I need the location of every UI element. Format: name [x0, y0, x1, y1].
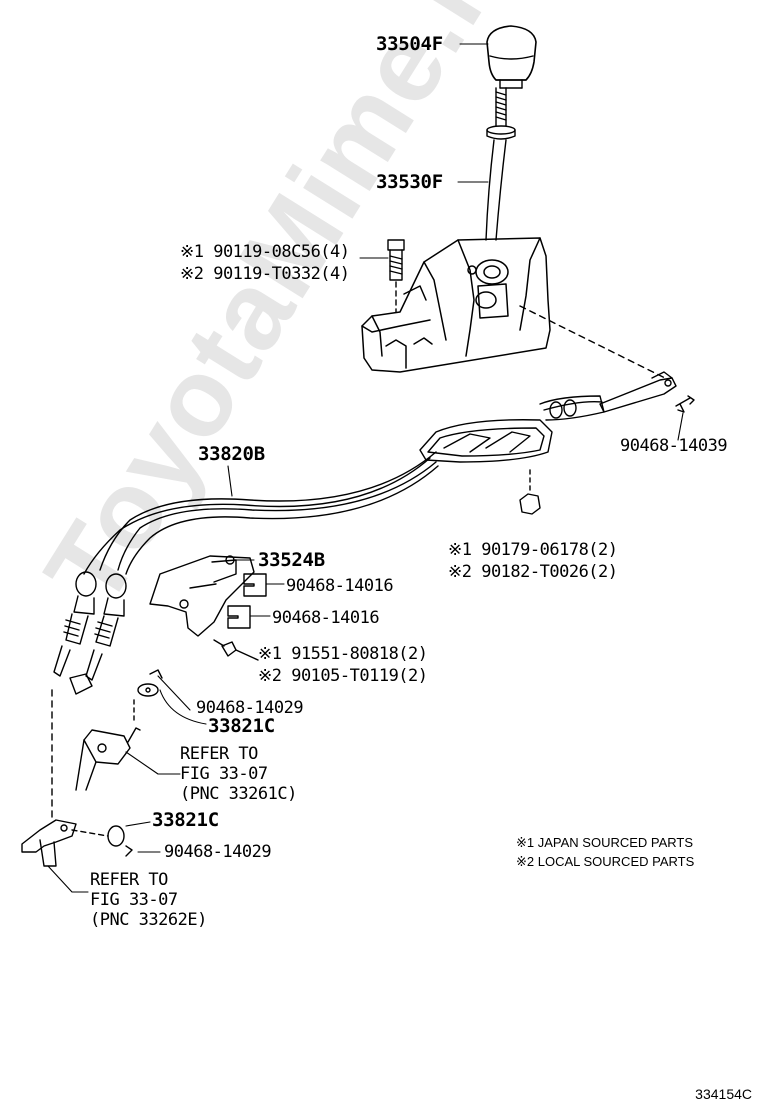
- screw-drawing: [213, 639, 259, 661]
- label-33504F: 33504F: [376, 33, 443, 55]
- label-refer-b-line3: (PNC 33262E): [90, 910, 207, 930]
- legend-japan-sourced: ※1 JAPAN SOURCED PARTS: [516, 835, 694, 850]
- cable-bracket-drawing: [419, 395, 605, 463]
- label-bolt-japan: ※1 90119-08C56(4): [180, 242, 350, 262]
- leader-lines: [47, 43, 684, 893]
- legend-local-sourced: ※2 LOCAL SOURCED PARTS: [516, 854, 695, 869]
- label-nut-japan: ※1 90179-06178(2): [448, 540, 618, 560]
- label-clip-d: 90468-14029: [164, 842, 272, 862]
- cable-end-drawing: [599, 371, 695, 413]
- bracket-drawing: [149, 555, 267, 637]
- label-refer-a-line1: REFER TO: [180, 744, 258, 764]
- trans-lever-lower-drawing: [21, 819, 77, 867]
- figure-id: 334154C: [695, 1086, 752, 1102]
- label-washer-a: 33821C: [208, 715, 275, 737]
- bolt-drawing: [387, 239, 405, 313]
- trans-lever-upper-drawing: [51, 689, 141, 821]
- label-refer-b-line1: REFER TO: [90, 870, 168, 890]
- label-clip-c: 90468-14029: [196, 698, 304, 718]
- shift-cables-drawing: [83, 451, 439, 575]
- shift-knob-drawing: [486, 25, 537, 89]
- nut-drawing: [519, 469, 541, 515]
- label-refer-a-line3: (PNC 33261C): [180, 784, 297, 804]
- cable-end-left-drawing: [53, 571, 127, 681]
- washer-lower-drawing: [71, 825, 133, 857]
- clip-washer-middle-drawing: [69, 669, 163, 721]
- label-screw-japan: ※1 91551-80818(2): [258, 644, 428, 664]
- label-washer-b: 33821C: [152, 809, 219, 831]
- label-clip-a: 90468-14016: [286, 576, 394, 596]
- label-refer-b-line2: FIG 33-07: [90, 890, 178, 910]
- label-nut-local: ※2 90182-T0026(2): [448, 562, 618, 582]
- label-screw-local: ※2 90105-T0119(2): [258, 666, 428, 686]
- shift-housing-drawing: [361, 237, 551, 373]
- label-refer-a-line2: FIG 33-07: [180, 764, 268, 784]
- label-33530F: 33530F: [376, 171, 443, 193]
- label-bolt-local: ※2 90119-T0332(4): [180, 264, 350, 284]
- lever-rod-drawing: [485, 87, 516, 241]
- label-33524B: 33524B: [258, 549, 325, 571]
- label-clip-b: 90468-14016: [272, 608, 380, 628]
- label-33820B: 33820B: [198, 443, 265, 465]
- label-clip-top: 90468-14039: [620, 436, 728, 456]
